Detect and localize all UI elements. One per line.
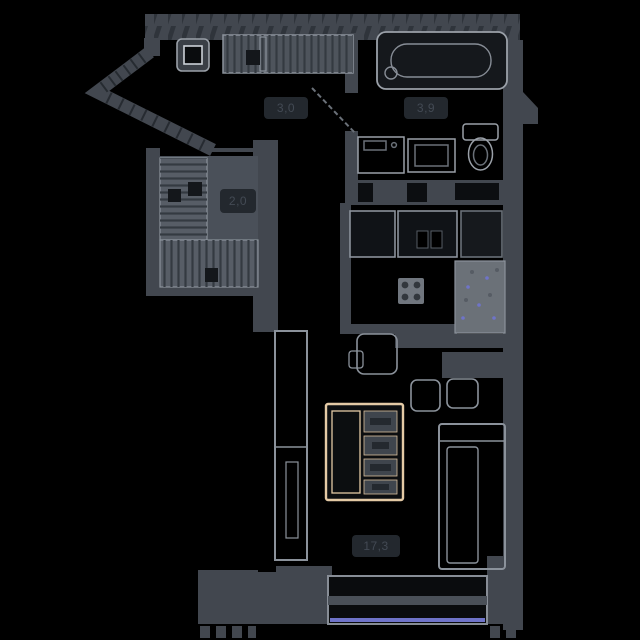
sink: [407, 138, 456, 173]
wall-kitchen-living-a: [340, 324, 457, 334]
area-badge-hallway: 3,0: [264, 97, 308, 119]
vent-shaft: [176, 38, 210, 72]
cooktop: [398, 278, 424, 304]
entry-chevron-walls: [84, 46, 262, 156]
counter-band-openings: [358, 183, 499, 202]
wall-bottom-left-block: [198, 570, 258, 624]
bathroom-door-leaf: [311, 87, 356, 134]
shower-area: [454, 260, 506, 334]
area-badge-hallway-label: 3,0: [277, 101, 295, 115]
wall-wardrobe-left: [146, 148, 160, 295]
wall-bottom-teeth: [200, 626, 516, 638]
wall-kitchen-vertical: [340, 203, 351, 333]
bed: [438, 423, 506, 570]
area-badge-living: 17,3: [352, 535, 400, 557]
wall-balcony-right-block: [487, 556, 520, 624]
dining-chair: [348, 350, 364, 369]
walls: [84, 14, 538, 638]
window-sill-left: [276, 566, 332, 575]
balcony-window: [327, 575, 488, 625]
wardrobe-dark-gaps: [168, 182, 218, 282]
left-wardrobe: [274, 330, 308, 561]
tan-shelving-unit: [324, 402, 405, 502]
dining-table: [348, 333, 398, 375]
hall-closet-hatch: [223, 35, 353, 73]
toilet: [462, 123, 499, 171]
kitchen: [349, 210, 506, 334]
stool-1: [410, 379, 441, 412]
area-badge-living-label: 17,3: [363, 539, 388, 553]
console-table-block: [442, 352, 504, 378]
hall-closet-gap: [246, 50, 260, 65]
kitchen-counter-right: [460, 210, 503, 258]
area-badge-bathroom: 3,9: [404, 97, 448, 119]
area-badges: 3,0 3,9 2,0 17,3: [220, 97, 448, 557]
kitchen-sink-cabinet: [397, 210, 458, 258]
bathtub-drain: [384, 66, 398, 80]
stool-2: [446, 378, 479, 409]
wall-right-nub: [523, 92, 538, 124]
hall-closet: [222, 34, 354, 74]
bathroom: [311, 31, 508, 202]
wall-right: [503, 40, 523, 630]
area-badge-bathroom-label: 3,9: [417, 101, 435, 115]
shelf-marks: [370, 418, 391, 490]
fridge: [349, 210, 396, 258]
area-badge-wardrobe-label: 2,0: [229, 194, 247, 208]
area-badge-wardrobe: 2,0: [220, 189, 256, 213]
washer: [357, 136, 405, 174]
window-accent-line: [330, 618, 485, 622]
wall-balcony-left-block: [258, 572, 328, 624]
wall-kitchen-living-b: [395, 334, 505, 348]
wardrobe-shelf-hatch: [160, 158, 207, 240]
bathtub: [376, 31, 508, 90]
living-room: [274, 330, 506, 625]
wardrobe-room: [159, 156, 259, 288]
